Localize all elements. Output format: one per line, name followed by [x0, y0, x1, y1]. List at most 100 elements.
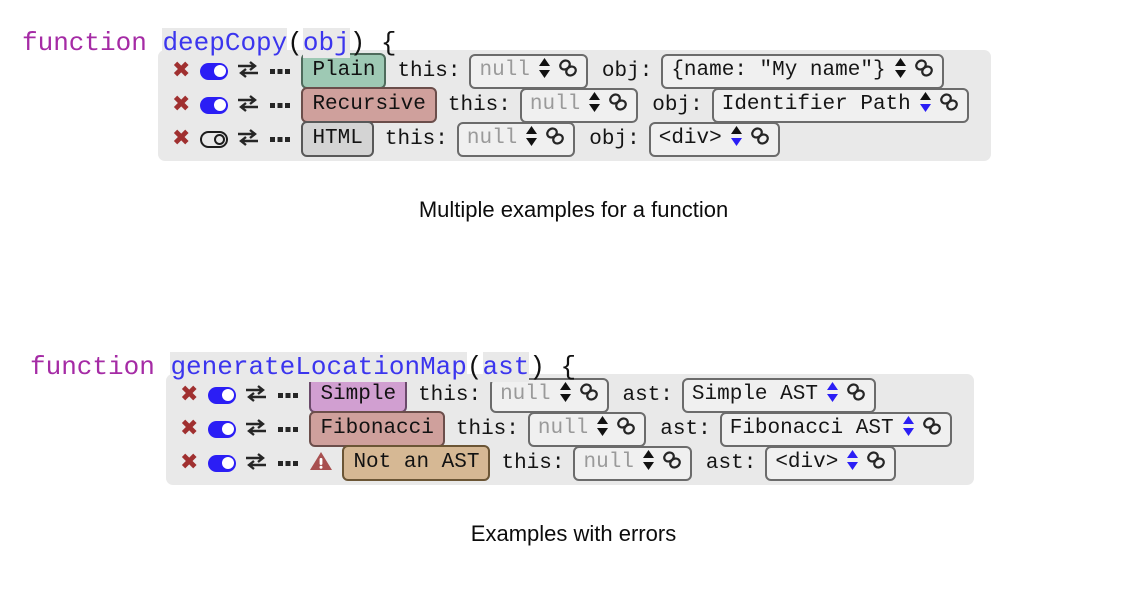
stepper-icon[interactable] — [826, 381, 839, 408]
link-icon[interactable] — [938, 92, 960, 117]
arg-value: null — [466, 127, 518, 150]
row-controls: ✖ — [180, 384, 309, 407]
swap-icon[interactable] — [237, 60, 259, 83]
more-icon[interactable] — [278, 386, 299, 404]
arg-label: this: — [455, 417, 519, 441]
arg-label: this: — [501, 451, 565, 475]
link-icon[interactable] — [845, 382, 867, 407]
arg-value: Fibonacci AST — [729, 417, 894, 440]
toggle-knob — [221, 423, 234, 435]
example-block-deep-copy: function deepCopy(obj) { ✖ Plain this: — [0, 26, 1147, 161]
delete-icon[interactable]: ✖ — [172, 58, 191, 83]
example-name-chip[interactable]: Fibonacci — [309, 411, 445, 447]
caption-examples-with-errors: Examples with errors — [470, 521, 677, 546]
caption-multiple-examples: Multiple examples for a function — [418, 197, 729, 222]
swap-icon[interactable] — [245, 452, 267, 475]
link-icon[interactable] — [557, 58, 579, 83]
example-name-chip[interactable]: HTML — [301, 121, 374, 157]
arg-value-field[interactable]: null — [573, 445, 692, 481]
arg-value-field[interactable]: Identifier Path — [711, 87, 969, 123]
swap-icon[interactable] — [245, 384, 267, 407]
swap-icon[interactable] — [245, 418, 267, 441]
stepper-icon[interactable] — [538, 57, 551, 84]
stepper-icon[interactable] — [525, 125, 538, 152]
stepper-icon[interactable] — [894, 57, 907, 84]
delete-icon[interactable]: ✖ — [172, 126, 191, 151]
link-icon[interactable] — [615, 416, 637, 441]
arg-value-field[interactable]: null — [456, 121, 576, 157]
row-controls: ✖ — [172, 94, 301, 117]
arg-label: ast: — [622, 383, 673, 407]
arg-value-field[interactable]: {name: "My name"} — [661, 53, 944, 89]
arg-value: <div> — [658, 127, 722, 150]
warning-icon[interactable] — [309, 450, 333, 477]
arg-label: this: — [397, 59, 461, 83]
arg-value: null — [479, 59, 530, 82]
delete-icon[interactable]: ✖ — [172, 92, 191, 117]
stepper-icon[interactable] — [902, 415, 915, 442]
example-name-chip[interactable]: Not an AST — [342, 445, 491, 481]
arg-label: this: — [447, 93, 511, 117]
enable-toggle[interactable] — [208, 420, 237, 438]
swap-icon[interactable] — [237, 128, 259, 151]
row-controls: ✖ — [180, 450, 342, 477]
function-arg: obj — [302, 28, 350, 58]
function-arg: ast — [482, 352, 530, 382]
close-paren: ) { — [529, 352, 577, 382]
delete-icon[interactable]: ✖ — [180, 382, 199, 407]
function-name[interactable]: generateLocationMap — [170, 352, 467, 382]
row-controls: ✖ — [172, 128, 301, 151]
arg-value-field[interactable]: null — [527, 411, 647, 447]
link-icon[interactable] — [578, 382, 600, 407]
stepper-icon[interactable] — [846, 449, 859, 476]
stepper-icon[interactable] — [919, 91, 932, 118]
more-icon[interactable] — [278, 420, 299, 438]
link-icon[interactable] — [544, 126, 566, 151]
swap-icon[interactable] — [237, 94, 259, 117]
more-icon[interactable] — [270, 130, 291, 148]
arg-value-field[interactable]: null — [519, 87, 639, 123]
stepper-icon[interactable] — [730, 125, 743, 152]
open-paren: ( — [466, 352, 483, 382]
more-icon[interactable] — [278, 454, 299, 472]
example-block-generate-location-map: function generateLocationMap(ast) { ✖ Si… — [0, 350, 1147, 485]
arg-label: obj: — [589, 127, 640, 151]
arg-label: this: — [418, 383, 482, 407]
arg-value: null — [529, 93, 581, 116]
keyword-function: function — [22, 28, 163, 58]
arg-value: {name: "My name"} — [671, 59, 886, 82]
link-icon[interactable] — [749, 126, 771, 151]
example-row: ✖ HTML this: null obj: — [158, 121, 991, 157]
delete-icon[interactable]: ✖ — [180, 416, 199, 441]
close-paren: ) { — [349, 28, 397, 58]
arg-value: null — [583, 451, 634, 474]
arg-label: ast: — [705, 451, 757, 475]
arg-value: null — [537, 417, 589, 440]
link-icon[interactable] — [913, 58, 935, 83]
more-icon[interactable] — [270, 62, 291, 80]
link-icon[interactable] — [607, 92, 629, 117]
stepper-icon[interactable] — [596, 415, 609, 442]
more-icon[interactable] — [270, 96, 291, 114]
example-name-chip[interactable]: Recursive — [301, 87, 437, 123]
enable-toggle[interactable] — [208, 386, 237, 404]
enable-toggle[interactable] — [200, 96, 229, 114]
enable-toggle[interactable] — [200, 62, 229, 80]
enable-toggle[interactable] — [208, 454, 237, 472]
row-controls: ✖ — [172, 60, 301, 83]
function-name[interactable]: deepCopy — [162, 28, 288, 58]
stepper-icon[interactable] — [559, 381, 572, 408]
arg-value-field[interactable]: Fibonacci AST — [719, 411, 952, 447]
delete-icon[interactable]: ✖ — [180, 450, 199, 475]
examples-panel: ✖ Simple this: null ast: — [166, 374, 974, 485]
example-name-chip[interactable]: Simple — [309, 377, 408, 413]
link-icon[interactable] — [661, 450, 683, 475]
link-icon[interactable] — [865, 450, 887, 475]
arg-value-field[interactable]: <div> — [765, 445, 897, 481]
enable-toggle[interactable] — [200, 130, 229, 148]
function-signature: function generateLocationMap(ast) { — [30, 350, 1147, 384]
link-icon[interactable] — [921, 416, 943, 441]
arg-value-field[interactable]: <div> — [648, 121, 780, 157]
stepper-icon[interactable] — [642, 449, 655, 476]
stepper-icon[interactable] — [588, 91, 601, 118]
